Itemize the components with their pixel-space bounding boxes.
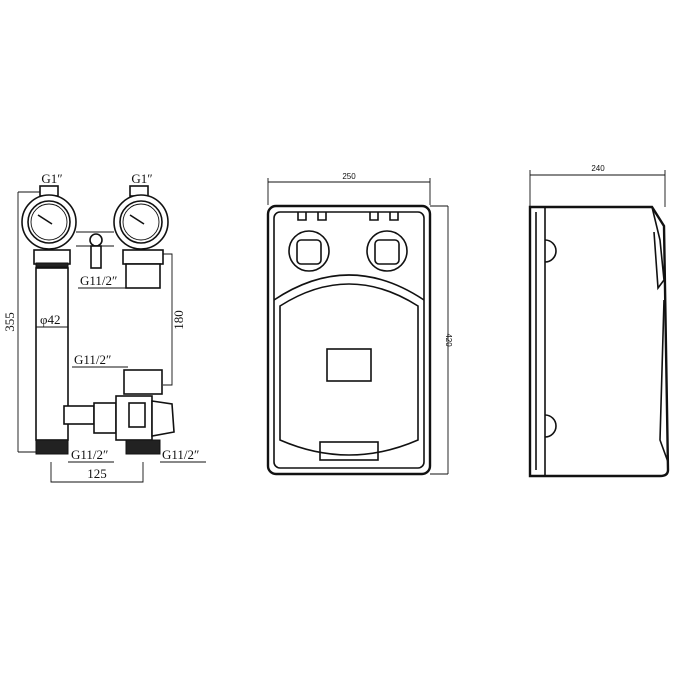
- label-slot: [319, 441, 379, 461]
- gauge-opening-left: [288, 230, 330, 272]
- nut-left-top: [33, 249, 71, 265]
- thermometer-gauge-left: [21, 194, 77, 250]
- handle-opening: [326, 348, 372, 382]
- front-panel: [279, 283, 419, 456]
- label-g1-left: G1″: [41, 171, 62, 186]
- side-clips: [544, 239, 557, 438]
- thermometer-gauge-right: [113, 194, 169, 250]
- dim-line-240: [529, 170, 666, 207]
- side-edge: [659, 299, 669, 463]
- side-shell: [528, 205, 670, 478]
- dim-250: 250: [342, 172, 356, 181]
- label-g1-right: G1″: [131, 171, 152, 186]
- thread-left-top: [35, 262, 69, 268]
- dim-line-420: [430, 205, 449, 475]
- label-g112-bottom-right: G11/2″: [162, 447, 199, 462]
- valve-threaded-end: [151, 400, 175, 437]
- bypass-valve: [89, 233, 103, 247]
- flow-pipe: [35, 267, 69, 441]
- dim-line-180: [163, 253, 173, 386]
- union-nut: [93, 402, 117, 434]
- dim-355: 355: [2, 312, 17, 332]
- label-g112-tee: G11/2″: [80, 273, 117, 288]
- pump-nut: [123, 369, 163, 395]
- thread-bottom-left: [35, 439, 69, 455]
- tee-outlet: [125, 263, 161, 289]
- gauge-opening-right: [366, 230, 408, 272]
- gauge-bulge: [651, 206, 665, 291]
- dim-240: 240: [591, 164, 605, 173]
- upper-cover-edge: [273, 274, 425, 301]
- insulation-front-view: 250 420: [266, 172, 453, 476]
- pump-group-assembly: 355 G1″ G1″ G11/2″ φ42: [2, 171, 206, 483]
- dim-180: 180: [171, 310, 186, 330]
- nut-right-top: [122, 249, 164, 265]
- dim-line-250: [267, 178, 431, 205]
- label-phi42: φ42: [40, 312, 61, 327]
- dim-line-125: [50, 462, 144, 483]
- label-g112-bottom-left: G11/2″: [71, 447, 108, 462]
- top-notches: [297, 212, 399, 221]
- bypass-stem: [90, 245, 102, 269]
- label-g112-pump: G11/2″: [74, 352, 111, 367]
- valve-handle: [128, 402, 146, 428]
- dim-125: 125: [87, 466, 107, 481]
- insulation-side-view: 240: [528, 164, 670, 478]
- side-seam: [535, 207, 546, 476]
- insulation-shell: [266, 204, 432, 476]
- thread-bottom-right: [125, 439, 161, 455]
- dim-420: 420: [444, 333, 453, 347]
- connector-pipe: [63, 405, 95, 425]
